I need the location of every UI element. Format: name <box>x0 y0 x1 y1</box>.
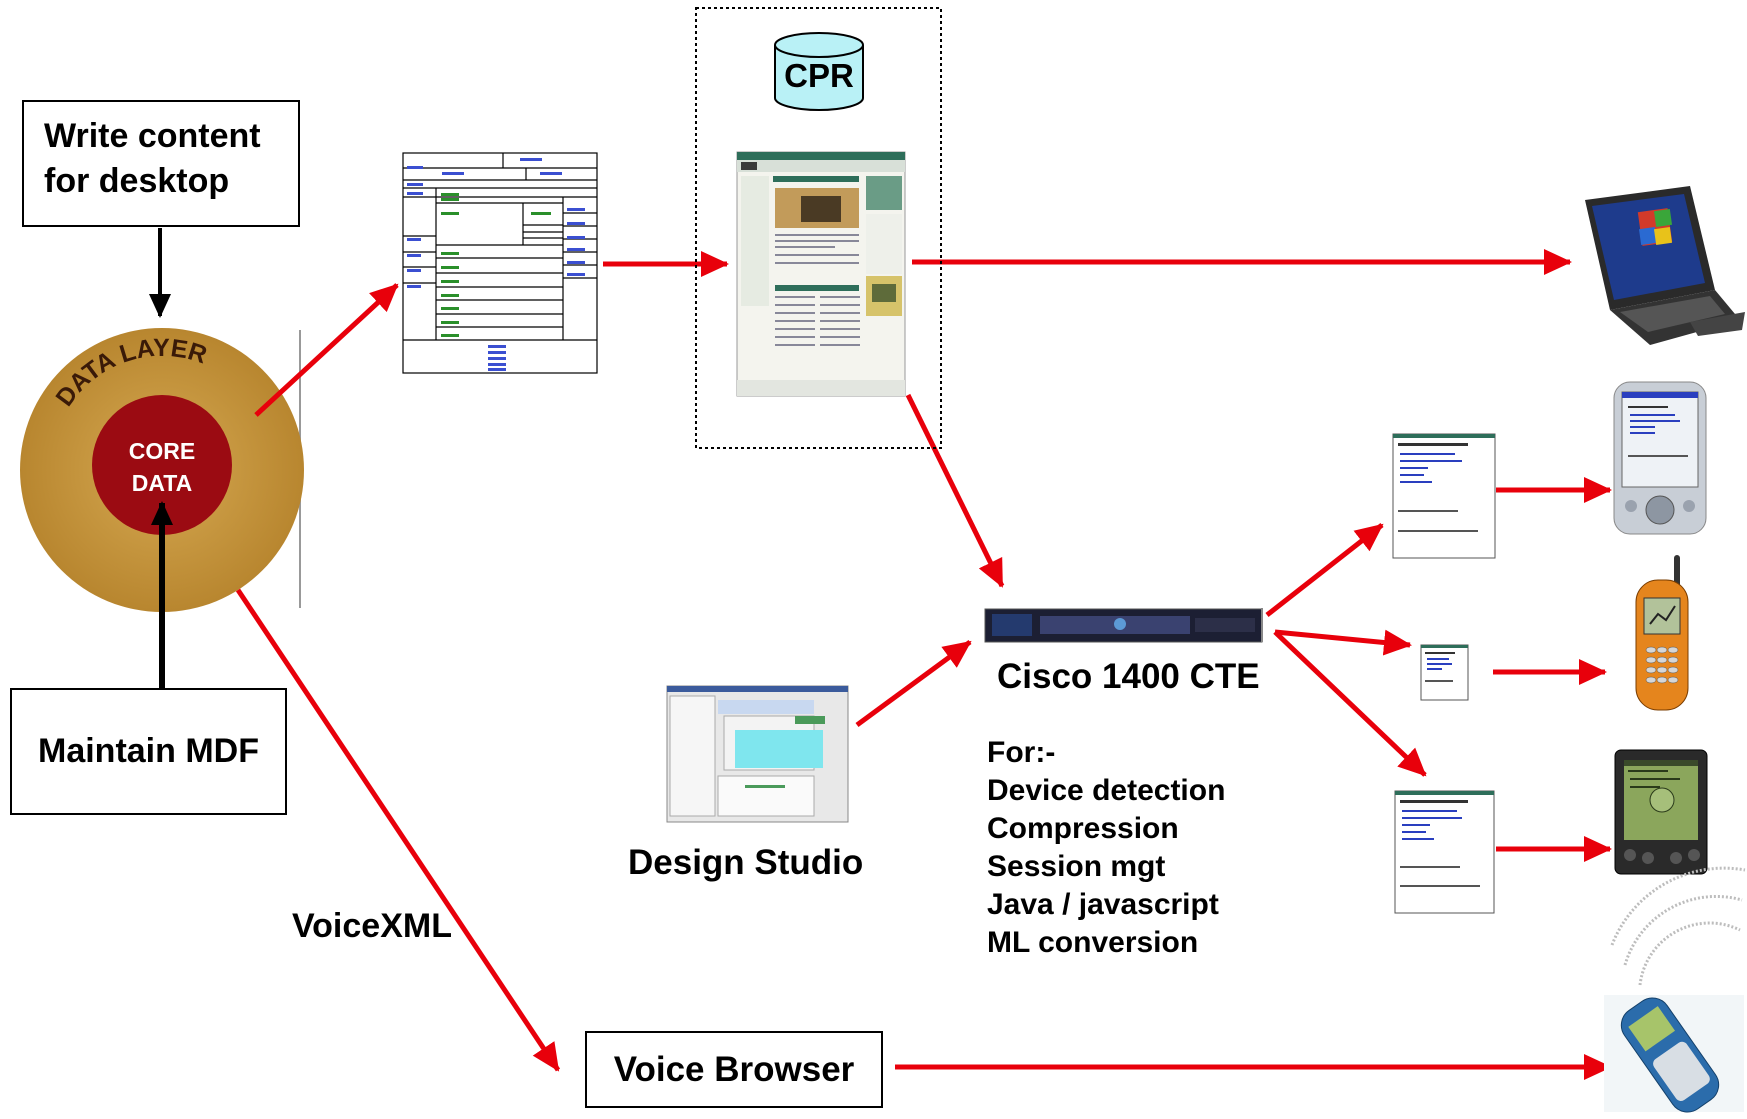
layout-wireframe <box>402 152 598 374</box>
voice-phone-icon <box>1604 866 1746 1113</box>
feature-item: Java / javascript <box>987 888 1219 921</box>
write-content-box: Write content for desktop <box>22 100 300 227</box>
cte-features-list: For:- Device detection Compression Sessi… <box>987 734 1225 962</box>
features-heading: For:- <box>987 736 1056 769</box>
layout-wireframe-placeholders <box>407 158 585 371</box>
mobile-page-screen-3 <box>1394 790 1495 914</box>
cpr-database-icon <box>774 32 864 111</box>
mobile-page-screen-1 <box>1392 433 1496 559</box>
cpr-label: CPR <box>784 57 854 94</box>
write-content-line2: for desktop <box>44 162 230 200</box>
design-studio-icon <box>666 685 849 823</box>
arrow-circle-to-layout <box>254 283 399 417</box>
feature-item: Device detection <box>987 774 1226 807</box>
arrow-cte-to-screen1 <box>1265 523 1384 617</box>
palm-handheld-icon <box>1614 749 1708 875</box>
core-label-1: CORE <box>129 438 195 464</box>
core-label-2: DATA <box>132 470 192 496</box>
write-content-line1: Write content <box>44 117 261 155</box>
data-layer-circle: DATA LAYER CORE DATA <box>20 328 304 612</box>
laptop-icon <box>1585 186 1745 345</box>
arrow-cte-to-screen2 <box>1274 629 1412 656</box>
mobile-phone-icon <box>1635 555 1689 711</box>
cpr-container <box>695 7 942 449</box>
feature-item: ML conversion <box>987 926 1199 959</box>
desktop-webpage-icon <box>736 151 906 397</box>
maintain-mdf-box: Maintain MDF <box>10 688 287 815</box>
maintain-mdf-label: Maintain MDF <box>38 732 259 770</box>
feature-item: Compression <box>987 812 1179 845</box>
voicexml-label: VoiceXML <box>292 907 452 945</box>
design-studio-label: Design Studio <box>628 843 864 882</box>
cte-label: Cisco 1400 CTE <box>997 657 1260 696</box>
cisco-cte-appliance-icon <box>984 608 1263 643</box>
arrow-cte-to-screen3 <box>1273 630 1427 777</box>
arrow-voicexml <box>235 588 561 1072</box>
voice-browser-box: Voice Browser <box>585 1031 883 1108</box>
arrow-cpr-to-cte <box>905 393 1005 588</box>
arrow-studio-to-cte <box>855 639 972 728</box>
feature-item: Session mgt <box>987 850 1166 883</box>
pocket-pc-icon <box>1613 381 1707 535</box>
mobile-page-screen-2 <box>1420 644 1469 701</box>
voice-browser-label: Voice Browser <box>613 1049 855 1089</box>
core-data-circle <box>92 395 232 535</box>
